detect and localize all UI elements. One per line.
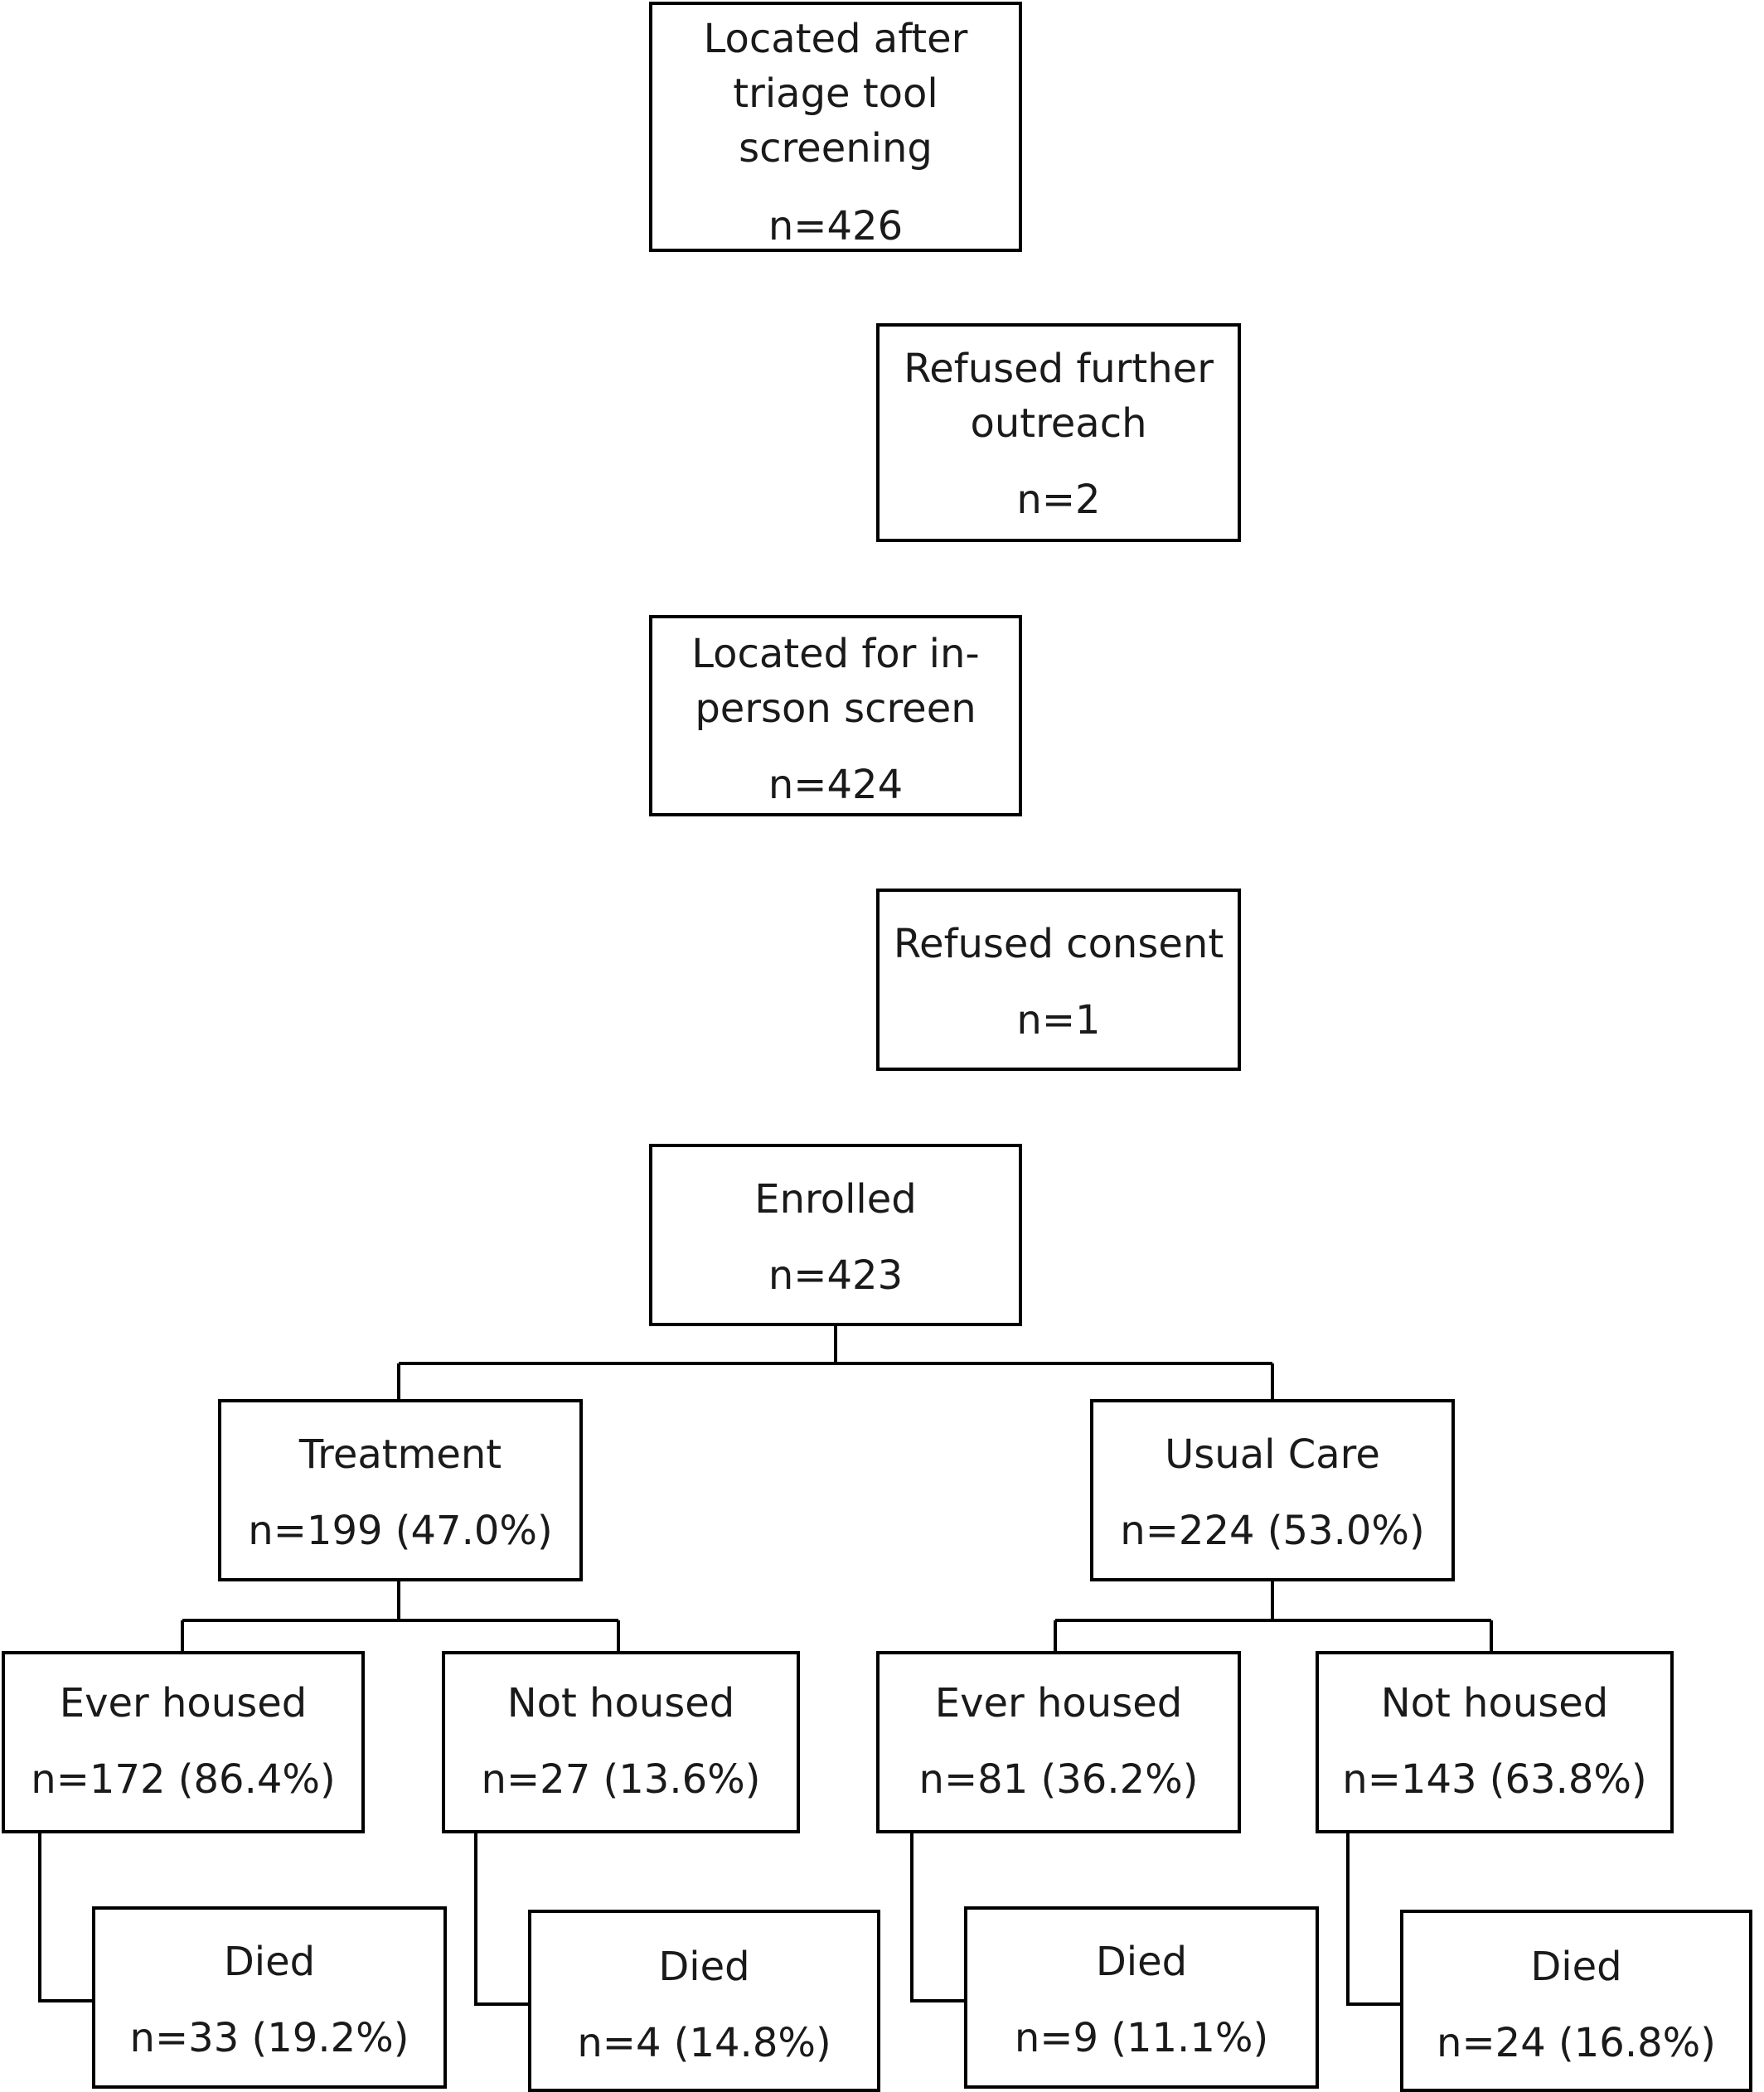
treatment-label: Treatment <box>298 1431 502 1478</box>
died-label: Died <box>223 1939 316 1985</box>
treatment-not-housed-label: Not housed <box>506 1680 735 1726</box>
usual-care-box: Usual Care n=224 (53.0%) <box>1090 1399 1455 1581</box>
refused-consent-box: Refused consent n=1 <box>876 889 1241 1071</box>
treatment-not-housed-count: n=27 (13.6%) <box>481 1756 761 1803</box>
treatment-ever-housed-box: Ever housed n=172 (86.4%) <box>2 1651 365 1833</box>
died-count: n=9 (11.1%) <box>1014 2015 1269 2061</box>
d2-elbow <box>474 1833 528 2006</box>
died-count: n=24 (16.8%) <box>1437 2020 1716 2066</box>
usual-ever-housed-box: Ever housed n=81 (36.2%) <box>876 1651 1241 1833</box>
refused-outreach-line-1: Refused further <box>904 346 1214 392</box>
refused-consent-count: n=1 <box>1016 997 1101 1044</box>
died-treatment-not-housed-box: Died n=4 (14.8%) <box>528 1910 880 2092</box>
treatment-ever-housed-label: Ever housed <box>59 1680 308 1726</box>
usual-care-count: n=224 (53.0%) <box>1120 1508 1425 1554</box>
usual-ever-housed-label: Ever housed <box>934 1680 1183 1726</box>
died-usual-not-housed-box: Died n=24 (16.8%) <box>1400 1910 1752 2092</box>
treatment-not-housed-box: Not housed n=27 (13.6%) <box>442 1651 800 1833</box>
treatment-count: n=199 (47.0%) <box>248 1508 553 1554</box>
usual-care-label: Usual Care <box>1165 1431 1380 1478</box>
in-person-line-1: Located for in- <box>691 631 980 677</box>
usual-ever-housed-count: n=81 (36.2%) <box>918 1756 1199 1803</box>
refused-outreach-line-2: outreach <box>970 400 1147 447</box>
in-person-screen-box: Located for in- person screen n=424 <box>649 615 1022 816</box>
refused-outreach-count: n=2 <box>1016 477 1101 523</box>
died-label: Died <box>1530 1944 1622 1990</box>
triage-label-line-2: triage tool <box>733 70 938 117</box>
usual-not-housed-label: Not housed <box>1380 1680 1609 1726</box>
in-person-count: n=424 <box>768 762 904 808</box>
in-person-line-2: person screen <box>695 685 976 732</box>
treatment-ever-housed-count: n=172 (86.4%) <box>31 1756 336 1803</box>
triage-count: n=426 <box>768 203 904 249</box>
triage-label-line-3: screening <box>739 125 933 172</box>
refused-consent-label: Refused consent <box>893 921 1224 967</box>
enrolled-label: Enrolled <box>754 1176 917 1223</box>
enrolled-count: n=423 <box>768 1252 904 1299</box>
died-label: Died <box>1095 1939 1188 1985</box>
died-label: Died <box>658 1944 750 1990</box>
triage-screening-box: Located after triage tool screening n=42… <box>649 2 1022 252</box>
triage-label-line-1: Located after <box>703 16 968 62</box>
died-usual-ever-housed-box: Died n=9 (11.1%) <box>964 1906 1319 2089</box>
enrolled-box: Enrolled n=423 <box>649 1144 1022 1326</box>
died-count: n=4 (14.8%) <box>577 2020 831 2066</box>
treatment-box: Treatment n=199 (47.0%) <box>218 1399 583 1581</box>
died-treatment-ever-housed-box: Died n=33 (19.2%) <box>92 1906 447 2089</box>
usual-not-housed-count: n=143 (63.8%) <box>1342 1756 1647 1803</box>
d3-elbow <box>910 1833 964 2002</box>
died-count: n=33 (19.2%) <box>129 2015 410 2061</box>
d1-elbow <box>38 1833 92 2002</box>
usual-not-housed-box: Not housed n=143 (63.8%) <box>1316 1651 1674 1833</box>
refused-outreach-box: Refused further outreach n=2 <box>876 323 1241 542</box>
d4-elbow <box>1346 1833 1400 2006</box>
